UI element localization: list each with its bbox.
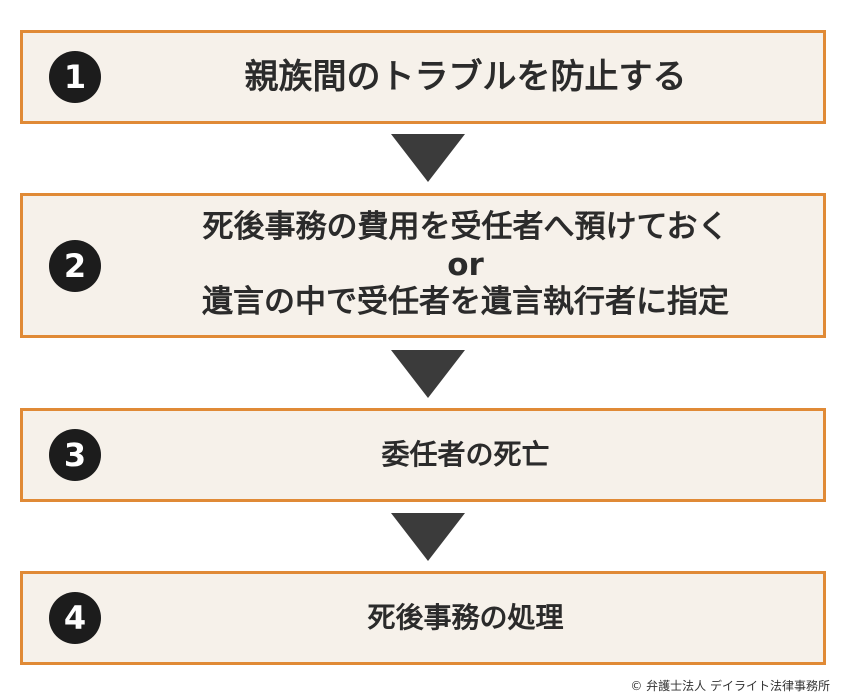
step-4-number-badge: 4 [49, 592, 101, 644]
step-2-label: 死後事務の費用を受任者へ預けておく or 遺言の中で受任者を遺言執行者に指定 [118, 196, 813, 335]
step-2-line-1: 死後事務の費用を受任者へ預けておく [202, 208, 729, 245]
step-1-box: 1 親族間のトラブルを防止する [20, 30, 826, 124]
step-4-label: 死後事務の処理 [118, 574, 813, 662]
step-1-label: 親族間のトラブルを防止する [118, 33, 813, 121]
step-3-box: 3 委任者の死亡 [20, 408, 826, 502]
step-1-text: 親族間のトラブルを防止する [244, 56, 687, 97]
down-arrow-icon [391, 134, 465, 182]
step-2-box: 2 死後事務の費用を受任者へ預けておく or 遺言の中で受任者を遺言執行者に指定 [20, 193, 826, 338]
step-2-number-badge: 2 [49, 239, 101, 292]
copyright-credit: © 弁護士法人 デイライト法律事務所 [630, 679, 830, 693]
step-1-number-badge: 1 [49, 51, 101, 103]
step-3-number-badge: 3 [49, 429, 101, 481]
down-arrow-icon [391, 350, 465, 398]
down-arrow-icon [391, 513, 465, 561]
step-4-box: 4 死後事務の処理 [20, 571, 826, 665]
step-2-line-2: 遺言の中で受任者を遺言執行者に指定 [202, 284, 729, 321]
step-3-label: 委任者の死亡 [118, 411, 813, 499]
step-4-text: 死後事務の処理 [367, 600, 564, 634]
step-3-text: 委任者の死亡 [381, 437, 550, 471]
step-2-connector: or [447, 246, 484, 283]
